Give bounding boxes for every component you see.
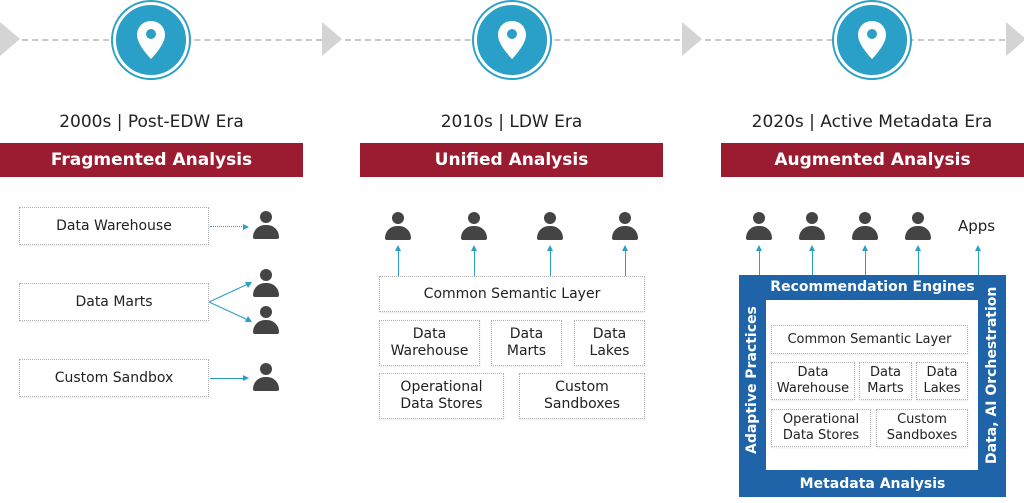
flow-arrow bbox=[210, 224, 249, 230]
flow-arrow bbox=[915, 245, 921, 275]
source-box: Data Warehouse bbox=[19, 207, 209, 245]
timeline-chevron bbox=[322, 22, 342, 56]
user-icon bbox=[384, 212, 412, 242]
map-pin-icon bbox=[834, 2, 910, 78]
orchestration-label: Data, AI Orchestration bbox=[984, 286, 1000, 464]
store-box: Data Lakes bbox=[574, 320, 645, 366]
era-banner: Unified Analysis bbox=[360, 143, 663, 177]
flow-arrow bbox=[756, 245, 762, 275]
flow-arrow bbox=[975, 245, 981, 275]
user-icon bbox=[611, 212, 639, 242]
user-icon bbox=[252, 306, 280, 336]
era-label: 2010s | LDW Era bbox=[440, 112, 583, 132]
store-box: Data Warehouse bbox=[771, 362, 855, 400]
store-box: Data Lakes bbox=[916, 362, 968, 400]
flow-arrow bbox=[809, 245, 815, 275]
user-icon bbox=[252, 269, 280, 299]
era-label: 2020s | Active Metadata Era bbox=[751, 112, 993, 132]
source-box: Custom Sandbox bbox=[19, 359, 209, 397]
store-box: Operational Data Stores bbox=[771, 409, 871, 447]
adaptive-practices-label: Adaptive Practices bbox=[744, 306, 760, 454]
branch-arrows bbox=[208, 282, 252, 322]
store-box: Custom Sandboxes bbox=[519, 373, 645, 419]
store-box: Data Marts bbox=[859, 362, 912, 400]
flow-arrow bbox=[547, 245, 553, 276]
recommendation-engines-label: Recommendation Engines bbox=[770, 279, 975, 295]
timeline-chevron bbox=[1006, 22, 1024, 56]
era-label: 2000s | Post-EDW Era bbox=[59, 112, 244, 132]
user-icon bbox=[536, 212, 564, 242]
semantic-layer-box: Common Semantic Layer bbox=[379, 276, 645, 312]
flow-arrow bbox=[622, 245, 628, 276]
flow-arrow bbox=[471, 245, 477, 276]
source-box: Data Marts bbox=[19, 283, 209, 321]
semantic-layer-box: Common Semantic Layer bbox=[771, 325, 968, 354]
apps-label: Apps bbox=[958, 217, 996, 235]
store-box: Data Warehouse bbox=[379, 320, 480, 366]
era-banner: Augmented Analysis bbox=[721, 143, 1024, 177]
store-box: Data Marts bbox=[491, 320, 562, 366]
user-icon bbox=[904, 212, 932, 242]
user-icon bbox=[798, 212, 826, 242]
flow-arrow bbox=[395, 245, 401, 276]
timeline-chevron bbox=[682, 22, 702, 56]
timeline-chevron bbox=[0, 22, 20, 56]
map-pin-icon bbox=[113, 2, 189, 78]
flow-arrow bbox=[862, 245, 868, 275]
user-icon bbox=[851, 212, 879, 242]
store-box: Operational Data Stores bbox=[379, 373, 504, 419]
user-icon bbox=[745, 212, 773, 242]
metadata-analysis-label: Metadata Analysis bbox=[799, 476, 946, 492]
store-box: Custom Sandboxes bbox=[876, 409, 968, 447]
user-icon bbox=[252, 363, 280, 393]
map-pin-icon bbox=[474, 2, 550, 78]
flow-arrow bbox=[210, 375, 249, 381]
user-icon bbox=[252, 211, 280, 241]
user-icon bbox=[460, 212, 488, 242]
era-banner: Fragmented Analysis bbox=[0, 143, 303, 177]
